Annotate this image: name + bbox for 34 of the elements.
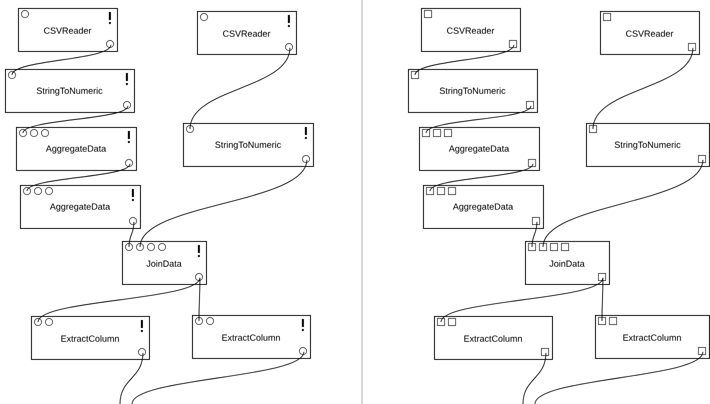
process-box: StringToNumeric bbox=[408, 69, 538, 113]
connector bbox=[602, 278, 604, 322]
connector bbox=[12, 44, 112, 76]
process-box: JoinData bbox=[525, 241, 610, 285]
process-box: AggregateData bbox=[419, 127, 540, 171]
connector bbox=[128, 222, 134, 248]
process-box: CSVReader bbox=[600, 11, 700, 55]
connector bbox=[532, 222, 538, 248]
connector bbox=[592, 48, 694, 130]
process-box: ExtractColumn bbox=[595, 315, 710, 359]
connector bbox=[190, 48, 290, 130]
connector bbox=[534, 352, 704, 404]
process-box: ExtractColumn bbox=[434, 316, 553, 360]
process-box: StringToNumeric bbox=[183, 123, 314, 167]
connector bbox=[542, 160, 704, 248]
process-box: CSVReader bbox=[421, 8, 521, 52]
connector bbox=[198, 278, 200, 322]
connector bbox=[414, 44, 514, 76]
process-box: CSVReader bbox=[197, 11, 297, 55]
process-box: StringToNumeric bbox=[5, 69, 135, 113]
process-box: ExtractColumn bbox=[31, 316, 150, 360]
connector bbox=[38, 278, 200, 322]
connector bbox=[140, 160, 308, 248]
connector bbox=[132, 352, 304, 404]
process-box: AggregateData bbox=[20, 185, 141, 229]
process-box: ExtractColumn bbox=[192, 315, 311, 359]
connector bbox=[440, 278, 604, 322]
process-box: JoinData bbox=[122, 241, 207, 285]
process-box: CSVReader bbox=[18, 8, 118, 52]
process-box: AggregateData bbox=[423, 185, 544, 229]
connector bbox=[120, 352, 144, 404]
process-box: AggregateData bbox=[16, 127, 137, 171]
process-box: StringToNumeric bbox=[586, 123, 710, 167]
connector bbox=[522, 352, 546, 404]
